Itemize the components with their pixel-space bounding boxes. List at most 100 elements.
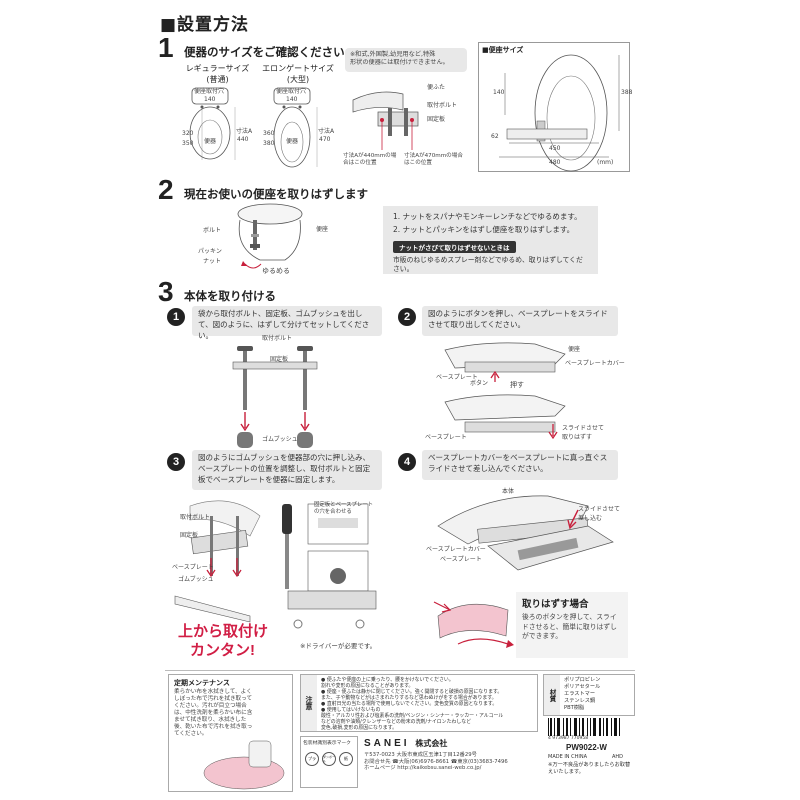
step2-inst1: 1. ナットをスパナやモンキーレンチなどでゆるめます。 — [393, 212, 582, 221]
regular-size-label: レギュラーサイズ(普通) — [185, 64, 250, 84]
seat-h1: 140 — [493, 89, 505, 96]
elo-d1: 360 — [263, 130, 275, 137]
label-nut: ナット — [203, 258, 222, 265]
reg-d2: 350 — [182, 140, 194, 147]
reg-d1: 320 — [182, 130, 194, 137]
label-baseplate-3: ベースプレート — [172, 564, 214, 571]
material-list: ポリプロピレン ポリアセタール エラストマー ステンレス鋼 PBT樹脂 — [564, 677, 601, 712]
label-seat: 便座 — [316, 226, 329, 233]
slide-in-diagram — [437, 495, 614, 571]
label-lid: 便ふた — [427, 84, 446, 91]
sub-step-1-text: 袋から取付ボルト、固定板、ゴムブッシュを出して、図のように、はずして分けてセット… — [192, 306, 382, 340]
sub-step-2-badge: 2 — [398, 308, 416, 326]
disclaimer: ※万一不良品がありましたらお取替えいたします。 — [548, 762, 631, 775]
reg-side-val: 440 — [237, 136, 249, 143]
barcode-number: 4 973987 770958 — [548, 736, 589, 741]
seat-w2: 480 — [549, 159, 561, 166]
remove-box: 取りはずす場合 後ろのボタンを押して、スライドさせると、簡単に取りはずしができま… — [516, 592, 628, 658]
maintenance-text: 柔らかい布を水拭きして、よくしぼった布で汚れを拭き取ってください。汚れが目立つ場… — [174, 689, 253, 737]
label-fix-plate-3: 固定板 — [180, 532, 199, 539]
sub-step-2-text: 図のようにボタンを押し、ベースプレートをスライドさせて取り出してください。 — [422, 306, 618, 336]
small-code: AHD — [612, 754, 624, 760]
maintenance-title: 定期メンテナンス — [174, 679, 230, 687]
company-contact: お問合せ先 ☎大阪(06)6976-8661 ☎東京(03)3683-7496 — [364, 758, 508, 765]
screwdriver-note: ※ドライバーが必要です。 — [300, 642, 377, 650]
step-3-number: 3 — [158, 276, 174, 307]
label-bolt: 取付ボルト — [427, 102, 458, 109]
label-push: 押す — [510, 381, 524, 389]
maintenance-box: 定期メンテナンス 柔らかい布を水拭きして、よくしぼった布で汚れを拭き取ってくださ… — [168, 674, 293, 792]
pos-note-b: 寸法Aが470mmの場合はこの位置 — [404, 153, 463, 166]
step-1-title: 便器のサイズをご確認ください — [184, 45, 345, 59]
label-rubber-bush-3: ゴムブッシュ — [178, 576, 214, 583]
company-logo: SANEI — [364, 738, 410, 749]
step-2-title: 現在お使いの便座を取りはずします — [184, 187, 368, 201]
label-mount-bolt-3: 取付ボルト — [180, 514, 211, 521]
easy-install-line2: カンタン! — [190, 642, 255, 659]
barcode — [548, 718, 628, 736]
remove-hand-diagram — [433, 601, 514, 648]
remove-text: 後ろのボタンを押して、スライドさせると、簡単に取りはずしができます。 — [522, 613, 617, 641]
step2-instructions: 1. ナットをスパナやモンキーレンチなどでゆるめます。 2. ナットとパッキンを… — [383, 206, 598, 274]
reg-hole-label: 便座取付穴 — [194, 88, 225, 95]
label-fix-plate: 固定板 — [270, 356, 289, 363]
recycle-plastic-icon: プラ — [305, 752, 319, 766]
elo-inner: 便器 — [286, 138, 299, 145]
recycle-cardboard-icon: ダンボール — [322, 752, 336, 766]
page-title: ■設置方法 — [160, 15, 250, 35]
seat-size-box: ■便座サイズ 140 388 62 450 480 (mm) — [478, 42, 633, 172]
elo-hole-label: 便座取付穴 — [276, 88, 307, 95]
product-code: PW9022-W — [566, 743, 607, 752]
package-mark-icons: プラ ダンボール 紙 — [303, 752, 355, 766]
label-plate: 固定板 — [427, 116, 446, 123]
label-packing: パッキン — [198, 248, 222, 255]
label-align-holes: 固定板とベースプレートの穴を合わせる — [314, 502, 374, 515]
package-mark-box: 包装材識別表示マーク プラ ダンボール 紙 — [300, 736, 358, 788]
made-in: MADE IN CHINA — [548, 754, 588, 760]
label-baseplate-4: ベースプレート — [440, 556, 482, 563]
caution-label: 注意 — [301, 675, 317, 731]
caution-list: ● 便ふたや便座の上に乗ったり、腰をかけないでください。 割れや変形の原因になる… — [321, 677, 504, 731]
elongated-toilet-diagram — [273, 87, 318, 168]
seat-unit: (mm) — [597, 159, 614, 166]
sub-step-4-badge: 4 — [398, 453, 416, 471]
label-button: ボタン — [470, 380, 489, 387]
caution-box: 注意 ● 便ふたや便座の上に乗ったり、腰をかけないでください。 割れや変形の原因… — [300, 674, 538, 732]
bolt-parts-diagram — [232, 346, 318, 448]
label-mount-bolt: 取付ボルト — [262, 335, 293, 342]
company-address: 〒537-0023 大阪市東成区玉津1丁目12番29号 — [364, 752, 477, 758]
company-block: SANEI 株式会社 〒537-0023 大阪市東成区玉津1丁目12番29号 お… — [364, 738, 540, 790]
elo-side: 寸法A — [318, 128, 335, 135]
seat-size-title: ■便座サイズ — [482, 46, 524, 54]
step2-warn-title: ナットがさびて取りはずせないときは — [393, 241, 516, 254]
pos-note-a: 寸法Aが440mmの場合はこの位置 — [343, 153, 397, 166]
label-loosen: ゆるめる — [262, 267, 290, 275]
label-baseplate-2: ベースプレート — [425, 434, 467, 441]
label-body: 本体 — [502, 488, 515, 495]
size-note: ※和式,外国製,幼児用など,特殊 形状の便器には取付けできません。 — [345, 48, 467, 72]
label-remove: 取りはずす — [562, 434, 593, 441]
sub-step-3-text: 図のようにゴムブッシュを便器部の穴に押し込み、ベースプレートの位置を調整し、取付… — [192, 450, 382, 490]
label-bolt-2: ボルト — [203, 227, 222, 234]
package-mark-title: 包装材識別表示マーク — [303, 741, 351, 746]
regular-toilet-diagram — [189, 87, 236, 160]
step-2-number: 2 — [158, 174, 174, 205]
step2-inst2: 2. ナットとパッキンをはずし便座を取りはずします。 — [393, 225, 575, 235]
company-web[interactable]: ホームページ http://kaikebsu.sanei-web.co.jp/ — [364, 765, 482, 772]
elongated-size-label: エロンゲートサイズ(大型) — [262, 64, 334, 84]
footer — [165, 670, 635, 792]
mounting-position-diagram — [352, 91, 419, 150]
recycle-paper-icon: 紙 — [339, 752, 353, 766]
sub-step-1-badge: 1 — [167, 308, 185, 326]
seat-h3: 62 — [491, 133, 499, 140]
step-3-title: 本体を取り付ける — [184, 289, 276, 303]
elo-d2: 380 — [263, 140, 275, 147]
seat-w1: 450 — [549, 145, 561, 152]
material-box: 材質 ポリプロピレン ポリアセタール エラストマー ステンレス鋼 PBT樹脂 — [543, 674, 635, 716]
elo-width: 140 — [286, 96, 298, 103]
company-suffix: 株式会社 — [415, 739, 448, 748]
install-diagram — [174, 500, 377, 629]
seat-h2: 388 — [621, 89, 633, 96]
sub-step-4-text: ベースプレートカバーをベースプレートに真っ直ぐスライドさせて差し込んでください。 — [422, 450, 618, 480]
seat-size-drawing — [499, 54, 620, 172]
